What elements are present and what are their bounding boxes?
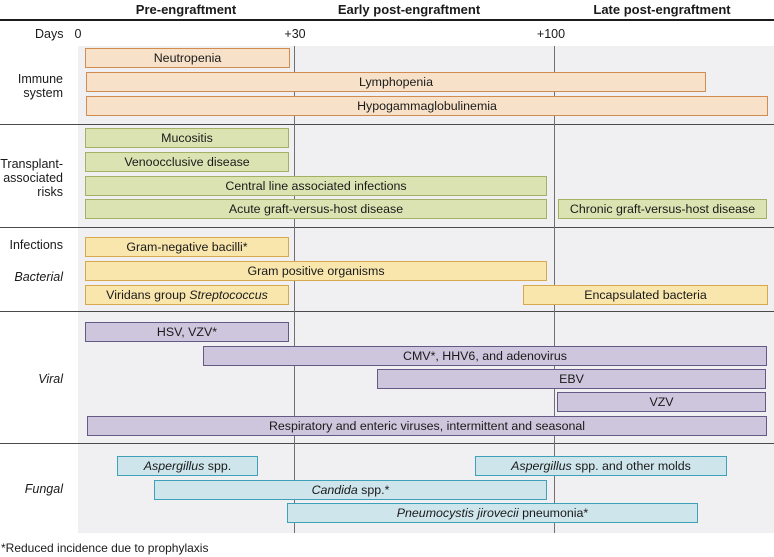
bar-viridans-group-streptococcus: Viridans group Streptococcus — [85, 285, 289, 305]
header-rule — [0, 19, 774, 21]
bar-hypogammaglobulinemia: Hypogammaglobulinemia — [86, 96, 768, 116]
bar-label-segment: Chronic graft-versus-host disease — [569, 202, 756, 216]
section-label-line: Viral — [38, 372, 63, 386]
bar-gram-positive-organisms: Gram positive organisms — [85, 261, 547, 281]
bar-respiratory-enteric-viruses: Respiratory and enteric viruses, intermi… — [87, 416, 767, 436]
phase-header: Pre-engraftment — [135, 2, 237, 17]
bar-label-segment: spp. — [204, 459, 232, 473]
axis-tick-label: +30 — [284, 27, 306, 41]
bar-label-segment: CMV*, HHV6, and adenovirus — [403, 349, 567, 363]
days-axis-label: Days — [35, 27, 64, 41]
bar-label-segment: Gram positive organisms — [247, 264, 385, 278]
section-label-bacterial-infections: Infections — [0, 238, 63, 252]
bar-neutropenia: Neutropenia — [85, 48, 290, 68]
bar-label-segment: Mucositis — [161, 131, 213, 145]
bar-gram-negative-bacilli: Gram-negative bacilli* — [85, 237, 289, 257]
section-label-line: system — [23, 86, 63, 100]
bar-candida-spp: Candida spp.* — [154, 480, 547, 500]
bar-vzv: VZV — [557, 392, 766, 412]
bar-central-line-associated-infections: Central line associated infections — [85, 176, 547, 196]
bar-label-segment: Streptococcus — [189, 288, 268, 302]
section-label-viral: Viral — [0, 372, 63, 386]
bar-label-segment: Aspergillus — [143, 459, 205, 473]
bar-label-segment: Gram-negative bacilli* — [126, 240, 248, 254]
bar-mucositis: Mucositis — [85, 128, 289, 148]
bar-label-segment: Viridans group — [106, 288, 190, 302]
section-divider — [0, 227, 774, 229]
section-label-line: risks — [37, 185, 63, 199]
bar-aspergillus-and-other-molds: Aspergillus spp. and other molds — [475, 456, 727, 476]
bar-label-segment: Central line associated infections — [225, 179, 407, 193]
section-divider — [0, 124, 774, 126]
bar-lymphopenia: Lymphopenia — [86, 72, 706, 92]
bar-label-segment: Venoocclusive disease — [124, 155, 250, 169]
bar-label-segment: Encapsulated bacteria — [584, 288, 707, 302]
section-label-line: Infections — [9, 238, 63, 252]
bar-hsv-vzv: HSV, VZV* — [85, 322, 289, 342]
axis-tick-label: 0 — [74, 27, 82, 41]
section-label-line: Immune — [17, 72, 63, 86]
section-label-fungal: Fungal — [0, 482, 63, 496]
bar-label-segment: pneumonia* — [518, 506, 589, 520]
bar-aspergillus-spp: Aspergillus spp. — [117, 456, 258, 476]
bar-label-segment: spp. and other molds — [571, 459, 691, 473]
bar-label-segment: Respiratory and enteric viruses, intermi… — [268, 419, 586, 433]
axis-tick-label: +100 — [536, 27, 566, 41]
section-label-line: associated — [3, 171, 63, 185]
bar-label-segment: EBV — [559, 372, 584, 386]
bar-label-segment: Pneumocystis jirovecii — [396, 506, 519, 520]
bar-label-segment: HSV, VZV* — [156, 325, 218, 339]
phase-header: Late post-engraftment — [593, 2, 731, 17]
section-label-line: Fungal — [24, 482, 63, 496]
bar-venoocclusive-disease: Venoocclusive disease — [85, 152, 289, 172]
bar-label-segment: Hypogammaglobulinemia — [357, 99, 497, 113]
bar-cmv-hhv6-adenovirus: CMV*, HHV6, and adenovirus — [203, 346, 767, 366]
section-label-line: Transplant- — [0, 157, 63, 171]
bar-acute-gvhd: Acute graft-versus-host disease — [85, 199, 547, 219]
bar-label-segment: Candida — [311, 483, 358, 497]
bar-pneumocystis-jirovecii-pneumonia: Pneumocystis jirovecii pneumonia* — [287, 503, 698, 523]
day-gridline — [294, 46, 296, 533]
section-divider — [0, 443, 774, 445]
bar-label-segment: spp.* — [357, 483, 390, 497]
bar-chronic-gvhd: Chronic graft-versus-host disease — [558, 199, 767, 219]
footnote-reduced-incidence: *Reduced incidence due to prophylaxis — [1, 541, 209, 555]
bar-ebv: EBV — [377, 369, 766, 389]
bar-label-segment: Neutropenia — [153, 51, 222, 65]
section-divider — [0, 311, 774, 313]
section-label-line: Bacterial — [14, 270, 63, 284]
bar-label-segment: Aspergillus — [511, 459, 572, 473]
bar-encapsulated-bacteria: Encapsulated bacteria — [523, 285, 768, 305]
phase-header: Early post-engraftment — [337, 2, 481, 17]
bar-label-segment: VZV — [649, 395, 674, 409]
section-label-bacterial-infections: Bacterial — [0, 270, 63, 284]
bar-label-segment: Lymphopenia — [359, 75, 433, 89]
bar-label-segment: Acute graft-versus-host disease — [228, 202, 404, 216]
